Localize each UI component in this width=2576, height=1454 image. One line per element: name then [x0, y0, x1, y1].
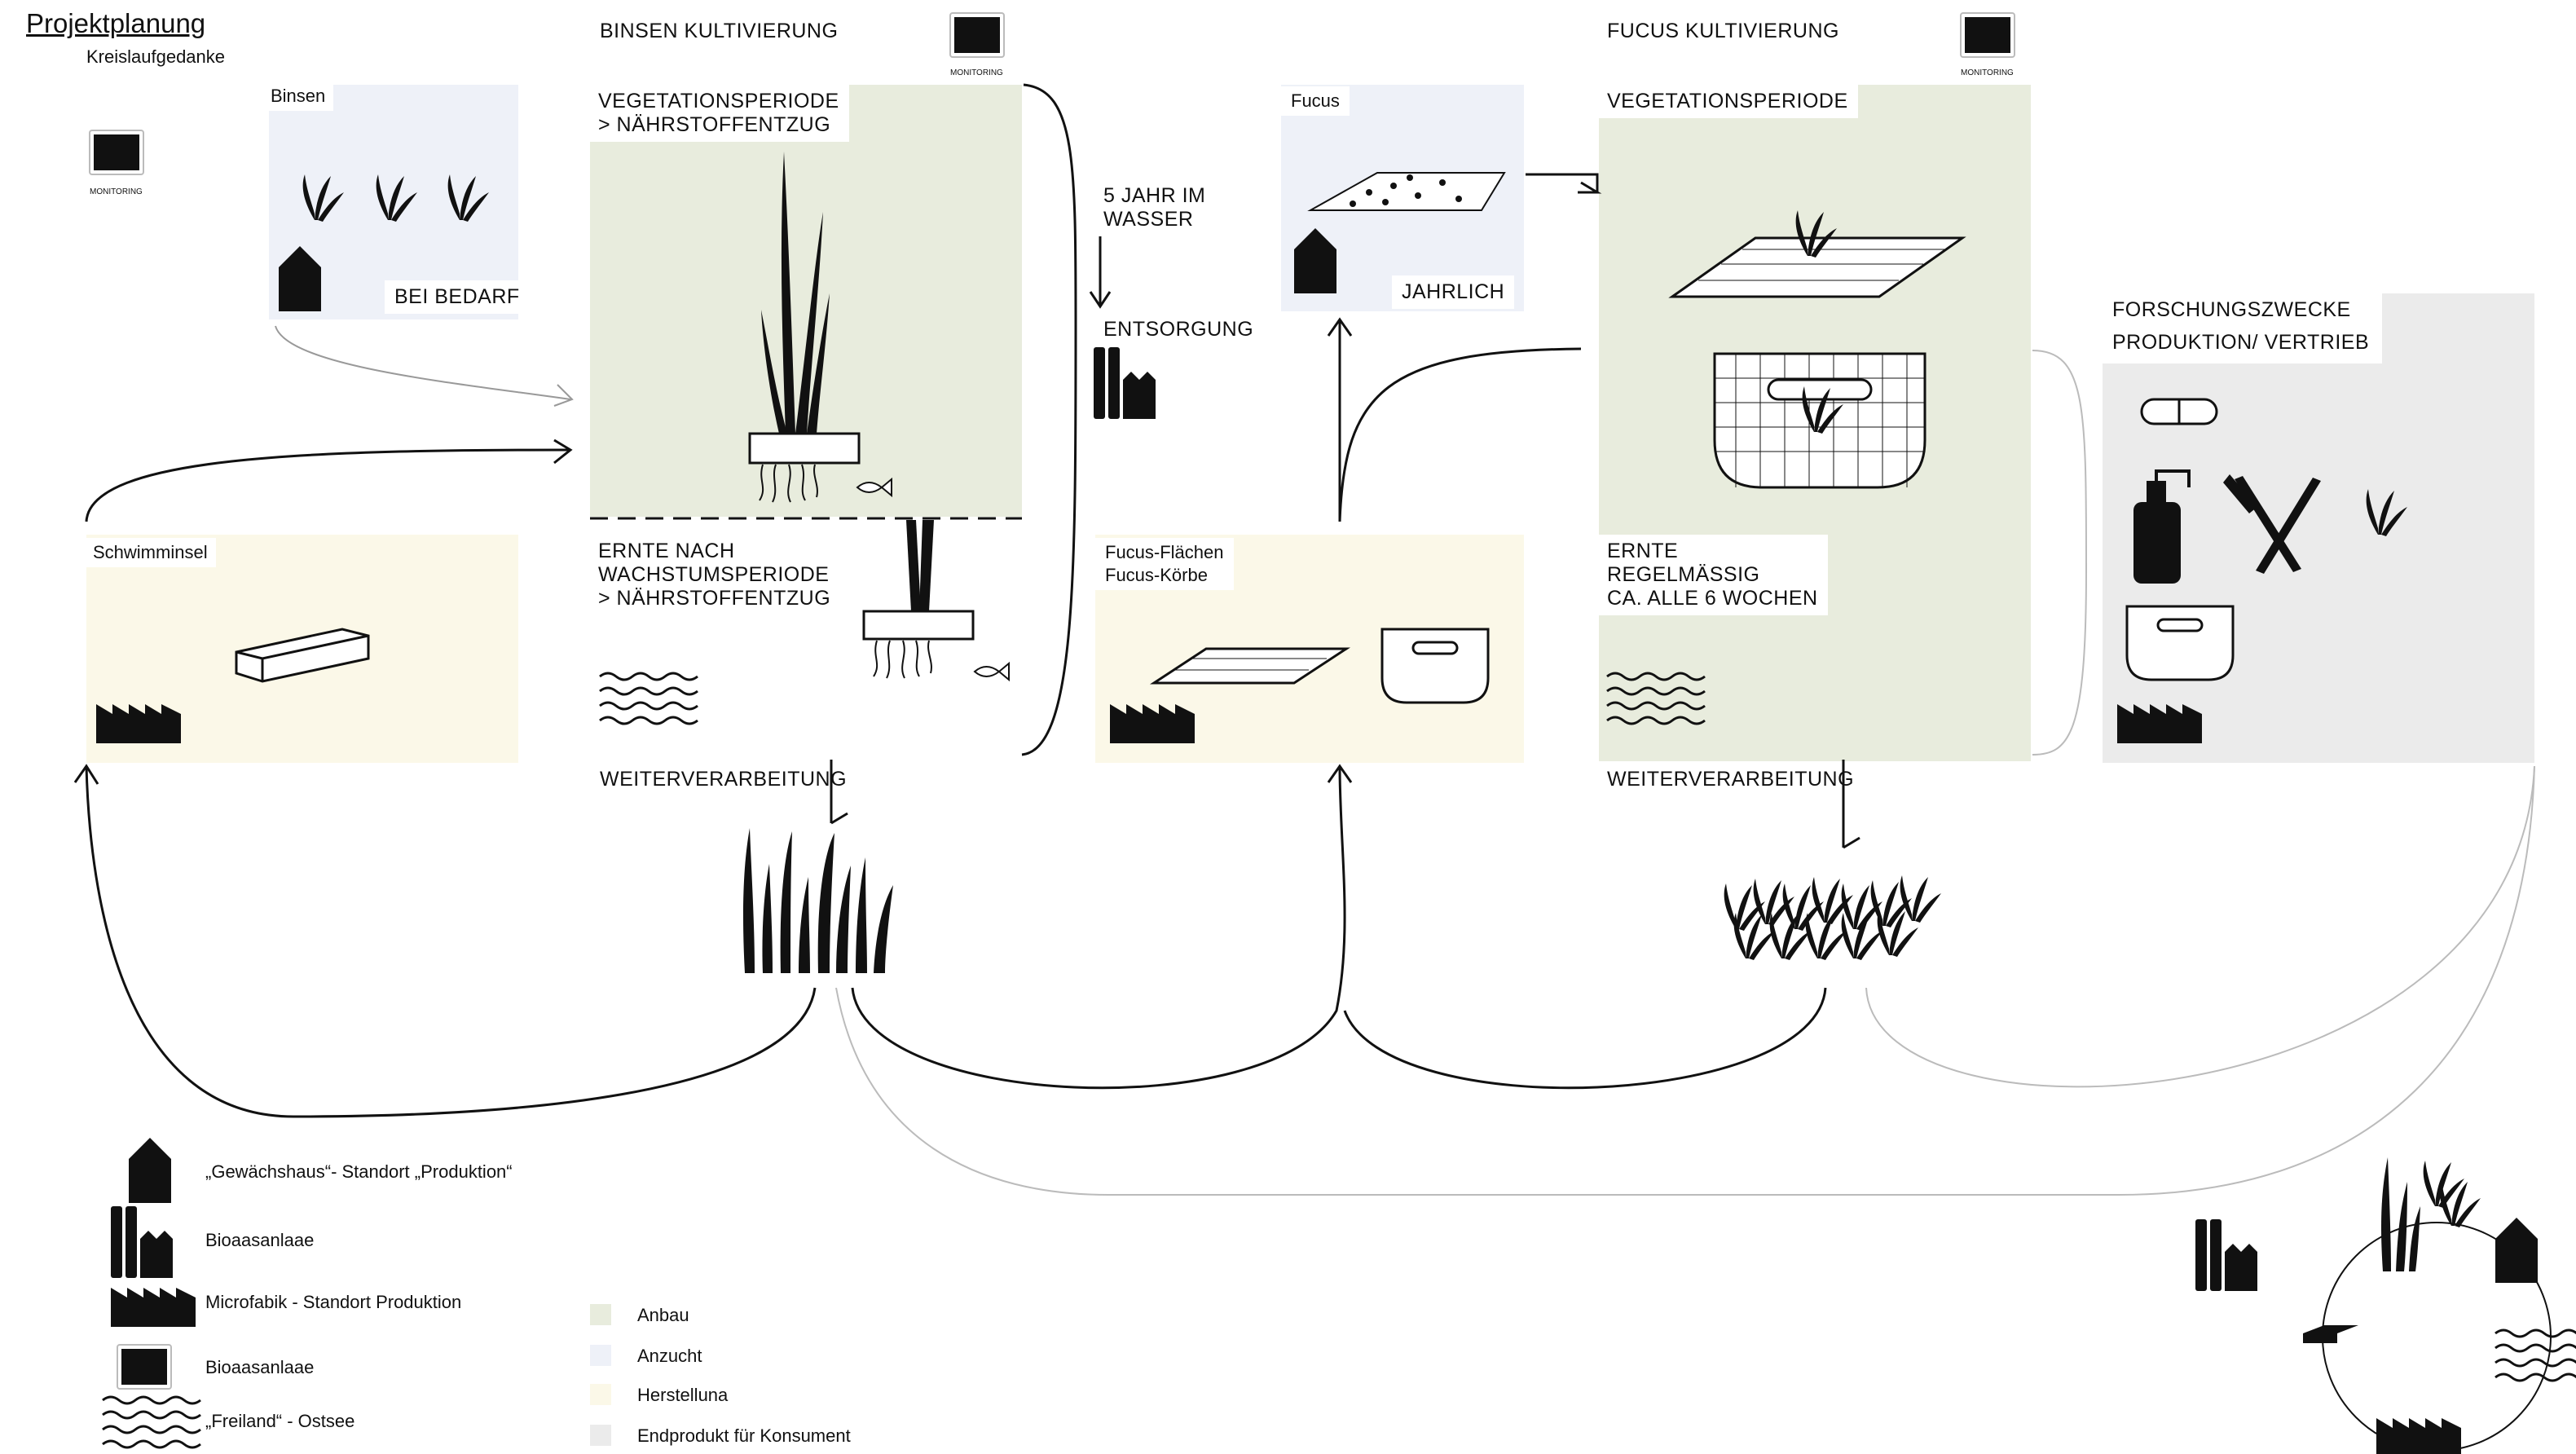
arrowhead-schwimminsel [553, 438, 573, 465]
arrow-binsen-to-endprodukt [835, 765, 2535, 1196]
arrowhead-schwimminsel-return [73, 764, 99, 785]
binsen-vegetation-label: VEGETATIONSPERIODE > NÄHRSTOFFENTZUG [588, 85, 849, 142]
flow-arrows [73, 83, 2535, 1196]
schwimminsel-label: Schwimminsel [85, 538, 216, 567]
floating-island-icon [235, 628, 370, 683]
arrow-vegetation-to-endprodukt [2032, 350, 2088, 756]
arrowhead-binsen-weiterverarbeitung [830, 812, 848, 825]
cutlery-icon [2223, 474, 2321, 574]
arrowhead-wasser [1089, 291, 1112, 309]
arrow-anzucht-to-fucus-vegetation [1526, 173, 1599, 192]
arrowhead-fucus-vegetation [1578, 181, 1602, 194]
mini-cycle-overview [2195, 1157, 2576, 1454]
arrowhead-fucus-herstellung [1327, 764, 1353, 783]
arrow-fucus-to-endprodukt [1865, 765, 2535, 1088]
arrow-harvest-to-fucus [851, 765, 1346, 1090]
greenhouse-icon [129, 1138, 171, 1203]
fucus-basket-icon [1380, 628, 1490, 704]
fucus-vegetation-label: VEGETATIONSPERIODE [1597, 85, 1858, 118]
arrow-schwimminsel-to-vegetation [85, 448, 571, 522]
factory-icon [111, 1288, 196, 1327]
legend-label-anzucht: Anzucht [637, 1346, 702, 1366]
legend-swatch-anbau [590, 1304, 611, 1325]
monitoring-label: MONITORING [90, 187, 143, 196]
arrowhead-anzucht-fucus [1327, 317, 1353, 337]
arrow-anzucht-to-vegetation [275, 325, 571, 400]
waves-icon [101, 1395, 202, 1449]
binsen-section-title: BINSEN KULTIVIERUNG [600, 20, 839, 42]
arrow-fucus-harvest-return [1343, 987, 1827, 1090]
fucus-basket-vegetation-icon [1713, 352, 1926, 489]
fucus-anzucht-label: Fucus [1281, 86, 1350, 116]
arrowhead-anzucht [553, 384, 574, 407]
bottle-icon [2133, 469, 2191, 584]
binsen-plant-icon [748, 152, 892, 503]
binsen-bundle-icon [743, 828, 893, 973]
fucus-section-title: FUCUS KULTIVIERUNG [1607, 20, 1839, 42]
fucus-anzucht-note: JAHRLICH [1392, 275, 1515, 309]
endprodukt-label: FORSCHUNGSZWECKE PRODUKTION/ VERTRIEB [2103, 293, 2383, 364]
biogas-plant-icon [1094, 347, 1156, 419]
legend-label-herstellung: Herstelluna [637, 1385, 729, 1405]
monitor-icon [117, 1344, 172, 1390]
legend-swatch-anzucht [590, 1345, 611, 1366]
binsen-weiterverarbeitung-label: WEITERVERARBEITUNG [600, 768, 848, 791]
arrow-vegetation-loop [1021, 83, 1077, 756]
legend-label-monitor: Bioaasanlaae [205, 1357, 315, 1377]
basket-product-icon [2125, 605, 2235, 681]
monitor-icon [1960, 12, 2015, 58]
waves-icon [598, 672, 699, 725]
fucus-mat-icon [1149, 647, 1351, 685]
legend-label-anbau: Anbau [637, 1305, 689, 1325]
legend-swatch-endprodukt [590, 1425, 611, 1446]
fucus-weiterverarbeitung-label: WEITERVERARBEITUNG [1607, 768, 1855, 791]
legend-label-greenhouse: „Gewächshaus“- Standort „Produktion“ [205, 1161, 513, 1182]
monitoring-label: MONITORING [950, 68, 1003, 77]
biogas-plant-icon [111, 1206, 173, 1278]
capsule-icon [2140, 398, 2218, 425]
legend-label-biogas: Bioaasanlaae [205, 1230, 315, 1250]
binsen-anzucht-label: Binsen [262, 82, 334, 111]
arrow-harvest-to-schwimminsel [85, 765, 817, 1118]
seedling-tray-icon [1307, 172, 1506, 211]
fucus-herstellung-label: Fucus-Flächen Fucus-Körbe [1095, 538, 1234, 590]
page-subtitle: Kreislaufgedanke [86, 46, 226, 67]
legend-label-endprodukt: Endprodukt für Konsument [637, 1425, 851, 1446]
fucus-bundle-icon [1724, 875, 1941, 960]
binsen-anzucht-note: BEI BEDARF [385, 280, 530, 314]
binsen-ernte-label: ERNTE NACH WACHSTUMSPERIODE > NÄHRSTOFFE… [588, 535, 841, 615]
page-title: Projektplanung [26, 8, 206, 38]
monitor-icon [949, 12, 1005, 58]
arrow-herstellung-to-vegetation [1338, 347, 1582, 522]
fucus-mat-vegetation-icon [1668, 210, 1966, 298]
binsen-harvest-plant-icon [862, 520, 1010, 681]
monitor-icon [89, 130, 144, 175]
monitoring-label: MONITORING [1961, 68, 2014, 77]
legend-label-factory: Microfabik - Standort Produktion [205, 1292, 462, 1312]
arrowhead-fucus-weiterverarbeitung [1843, 836, 1860, 849]
legend-label-waves: „Freiland“ - Ostsee [205, 1411, 355, 1431]
entsorgung-label: ENTSORGUNG [1103, 318, 1254, 341]
fucus-ernte-label: ERNTE REGELMÄSSIG CA. ALLE 6 WOCHEN [1597, 535, 1828, 615]
wasser-label: 5 JAHR IM WASSER [1103, 184, 1206, 231]
legend-swatch-herstellung [590, 1384, 611, 1405]
